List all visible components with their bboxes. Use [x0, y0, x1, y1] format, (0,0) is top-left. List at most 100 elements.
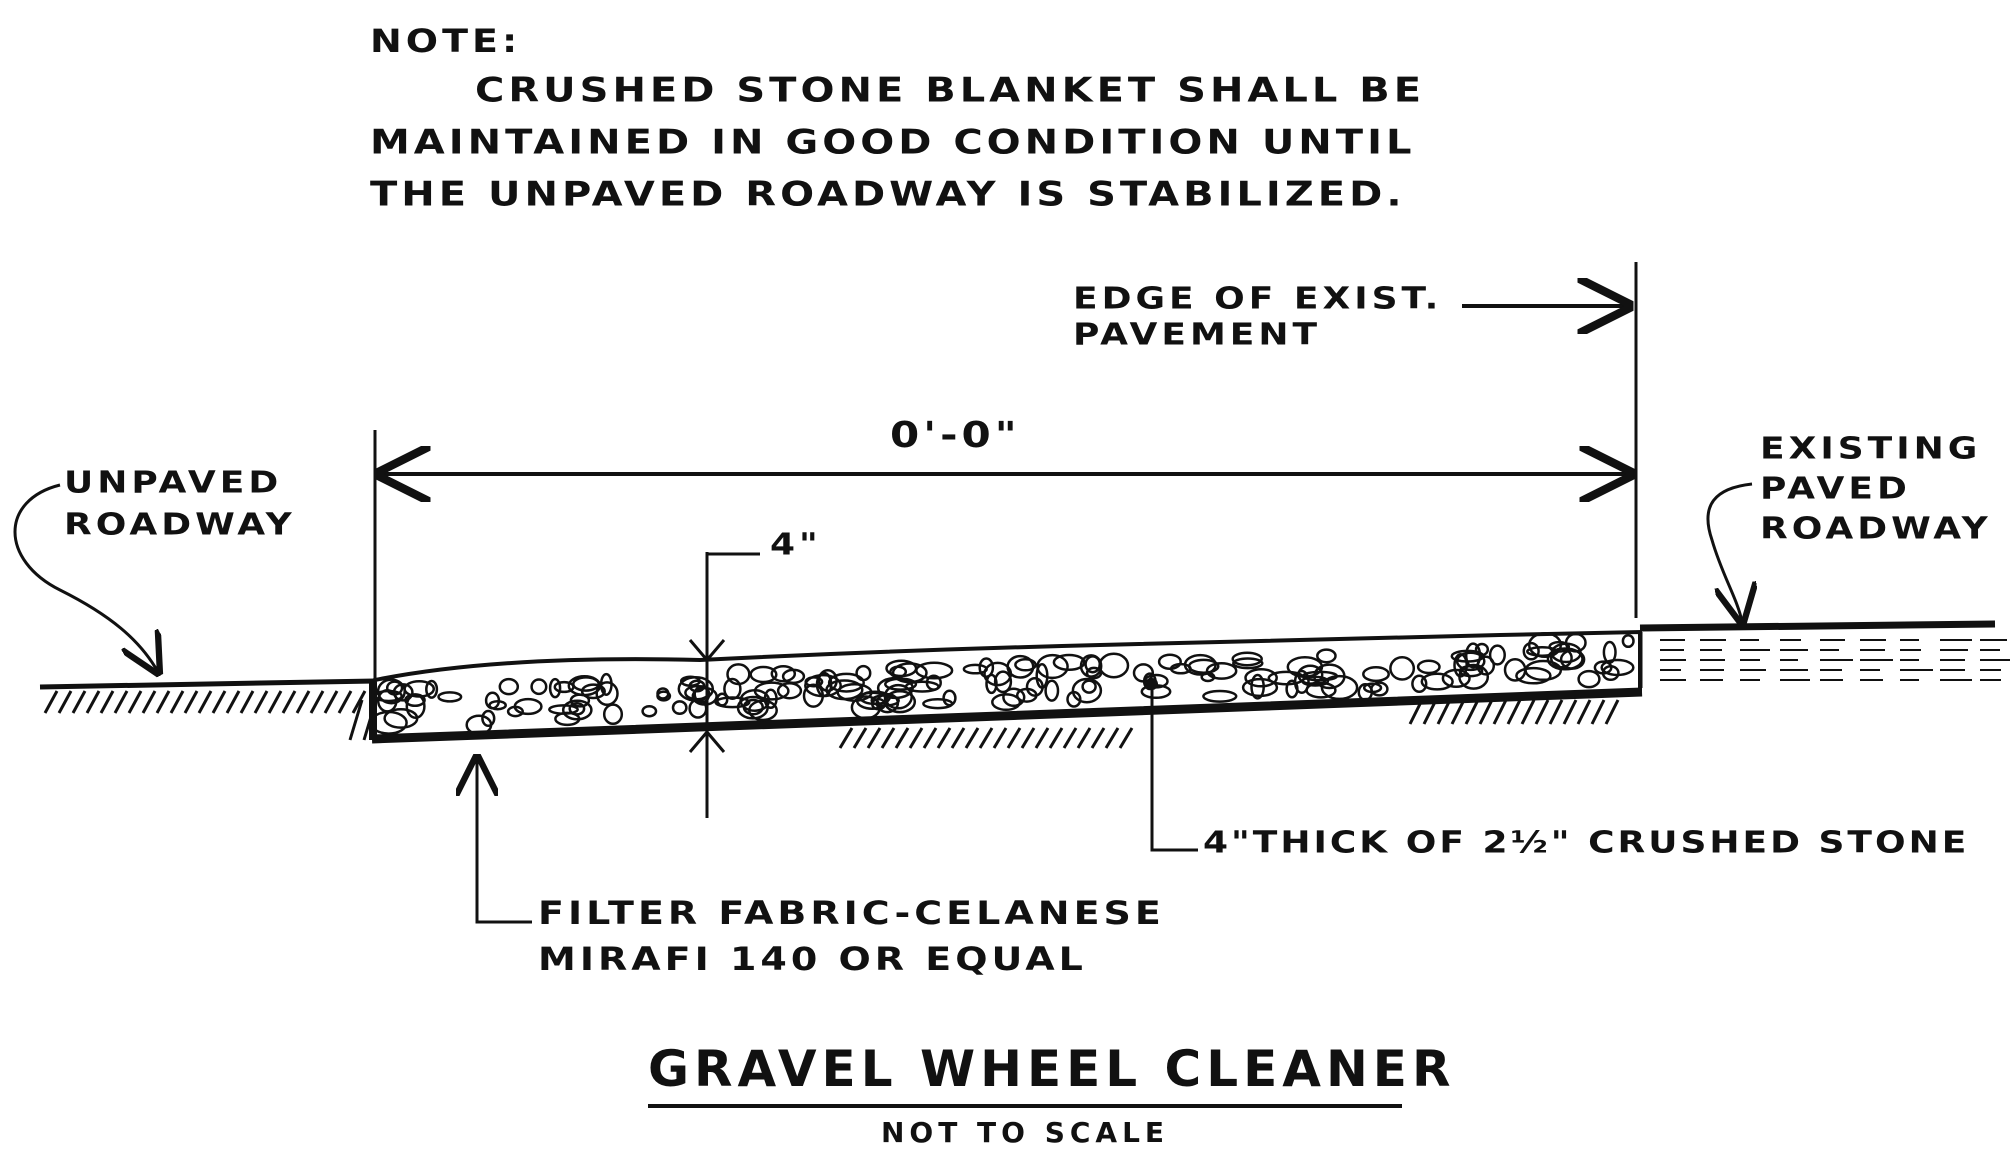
unpaved-label-line-1: UNPAVED [64, 465, 283, 500]
hatch-stroke [852, 727, 868, 749]
stone [599, 672, 613, 696]
stone [1577, 669, 1601, 689]
stone [978, 657, 995, 678]
hatch-stroke [978, 727, 994, 749]
stone [1316, 648, 1337, 664]
stone [1301, 675, 1330, 687]
stone [1515, 666, 1552, 685]
stone [1014, 658, 1037, 672]
hatch-stroke [267, 690, 283, 714]
hatch-stroke [169, 690, 185, 714]
hatch-stroke [183, 690, 199, 714]
unpaved-ground-line [39, 678, 376, 690]
edge-label-line-1: EDGE OF EXIST. [1073, 281, 1443, 316]
hatch-stroke [964, 727, 980, 749]
hatch-stroke [225, 690, 241, 714]
stone [1411, 674, 1428, 694]
stone [1522, 641, 1540, 661]
hatch-stroke [1520, 699, 1536, 725]
stone [1205, 661, 1238, 680]
note-line-3: THE UNPAVED ROADWAY IS STABILIZED. [370, 175, 1406, 215]
paved-surface-line [1639, 620, 1996, 632]
stone [1602, 640, 1617, 664]
depth-tick-bottom [688, 729, 726, 753]
hatch-stroke [348, 699, 364, 741]
hatch-stroke [1436, 699, 1452, 725]
stone [481, 709, 496, 728]
hatch-stroke [309, 690, 325, 714]
stone [1015, 687, 1038, 703]
stone [827, 672, 865, 693]
stone [1244, 668, 1278, 688]
drawing-scale-note: NOT TO SCALE [880, 1116, 1170, 1149]
hatch-stroke [141, 690, 157, 714]
hatch-stroke [838, 727, 854, 749]
fabric-label-line-2: MIRAFI 140 OR EQUAL [538, 940, 1087, 978]
stone [1297, 664, 1324, 685]
stone [1621, 633, 1635, 649]
stone [554, 711, 581, 727]
stone [656, 687, 670, 700]
length-dimension-label: 0'-0" [890, 414, 1021, 456]
existing-label-line-1: EXISTING [1760, 431, 1982, 466]
hatch-stroke [1048, 727, 1064, 749]
stone-callout-label: 4"THICK OF 2½" CRUSHED STONE [1203, 825, 1970, 860]
stone [548, 677, 562, 699]
stone [1455, 651, 1486, 672]
hatch-stroke [1604, 699, 1620, 725]
stone [1081, 679, 1097, 694]
stone [1458, 663, 1490, 690]
stone [1232, 657, 1264, 670]
hatch-stroke [71, 690, 87, 714]
hatch-stroke [85, 690, 101, 714]
stone [1420, 672, 1454, 691]
unpaved-label-line-2: ROADWAY [64, 507, 296, 542]
stone [1293, 669, 1310, 695]
hatch-stroke [1562, 699, 1578, 725]
hatch-stroke [950, 727, 966, 749]
stone [715, 692, 729, 707]
hatch-stroke [1464, 699, 1480, 725]
stone [602, 703, 624, 726]
stone [1301, 670, 1339, 682]
stone [488, 699, 507, 711]
hatch-stroke [1104, 727, 1120, 749]
hatch-stroke [894, 727, 910, 749]
hatch-stroke [351, 690, 367, 714]
stone [749, 665, 778, 684]
hatch-stroke [1534, 699, 1550, 725]
stone [942, 689, 957, 707]
stone [425, 679, 439, 699]
stone [1006, 654, 1035, 679]
stone [405, 693, 426, 720]
stone [437, 691, 463, 703]
hatch-stroke [323, 690, 339, 714]
stone [875, 692, 900, 714]
stone [850, 695, 882, 720]
hatch-stroke [866, 727, 882, 749]
stone [855, 691, 889, 710]
hatch-stroke [1090, 727, 1106, 749]
stone [1052, 653, 1086, 672]
stone [1202, 689, 1238, 703]
stone [1231, 651, 1263, 667]
depth-tick-top [688, 639, 726, 663]
stone [1025, 676, 1044, 697]
hatch-stroke [127, 690, 143, 714]
stone [1157, 653, 1182, 670]
earth-hatching [43, 690, 1620, 749]
hatch-stroke [1548, 699, 1564, 725]
hatch-stroke [1506, 699, 1522, 725]
hatch-stroke [992, 727, 1008, 749]
stone [825, 679, 864, 701]
stone [1183, 653, 1217, 676]
stone [739, 689, 771, 712]
note-line-1: CRUSHED STONE BLANKET SHALL BE [475, 71, 1426, 111]
stone [530, 678, 548, 696]
stone [1044, 679, 1060, 702]
stone [889, 665, 908, 679]
hatch-stroke [57, 690, 73, 714]
hatch-stroke [936, 727, 952, 749]
stone [1416, 659, 1441, 675]
